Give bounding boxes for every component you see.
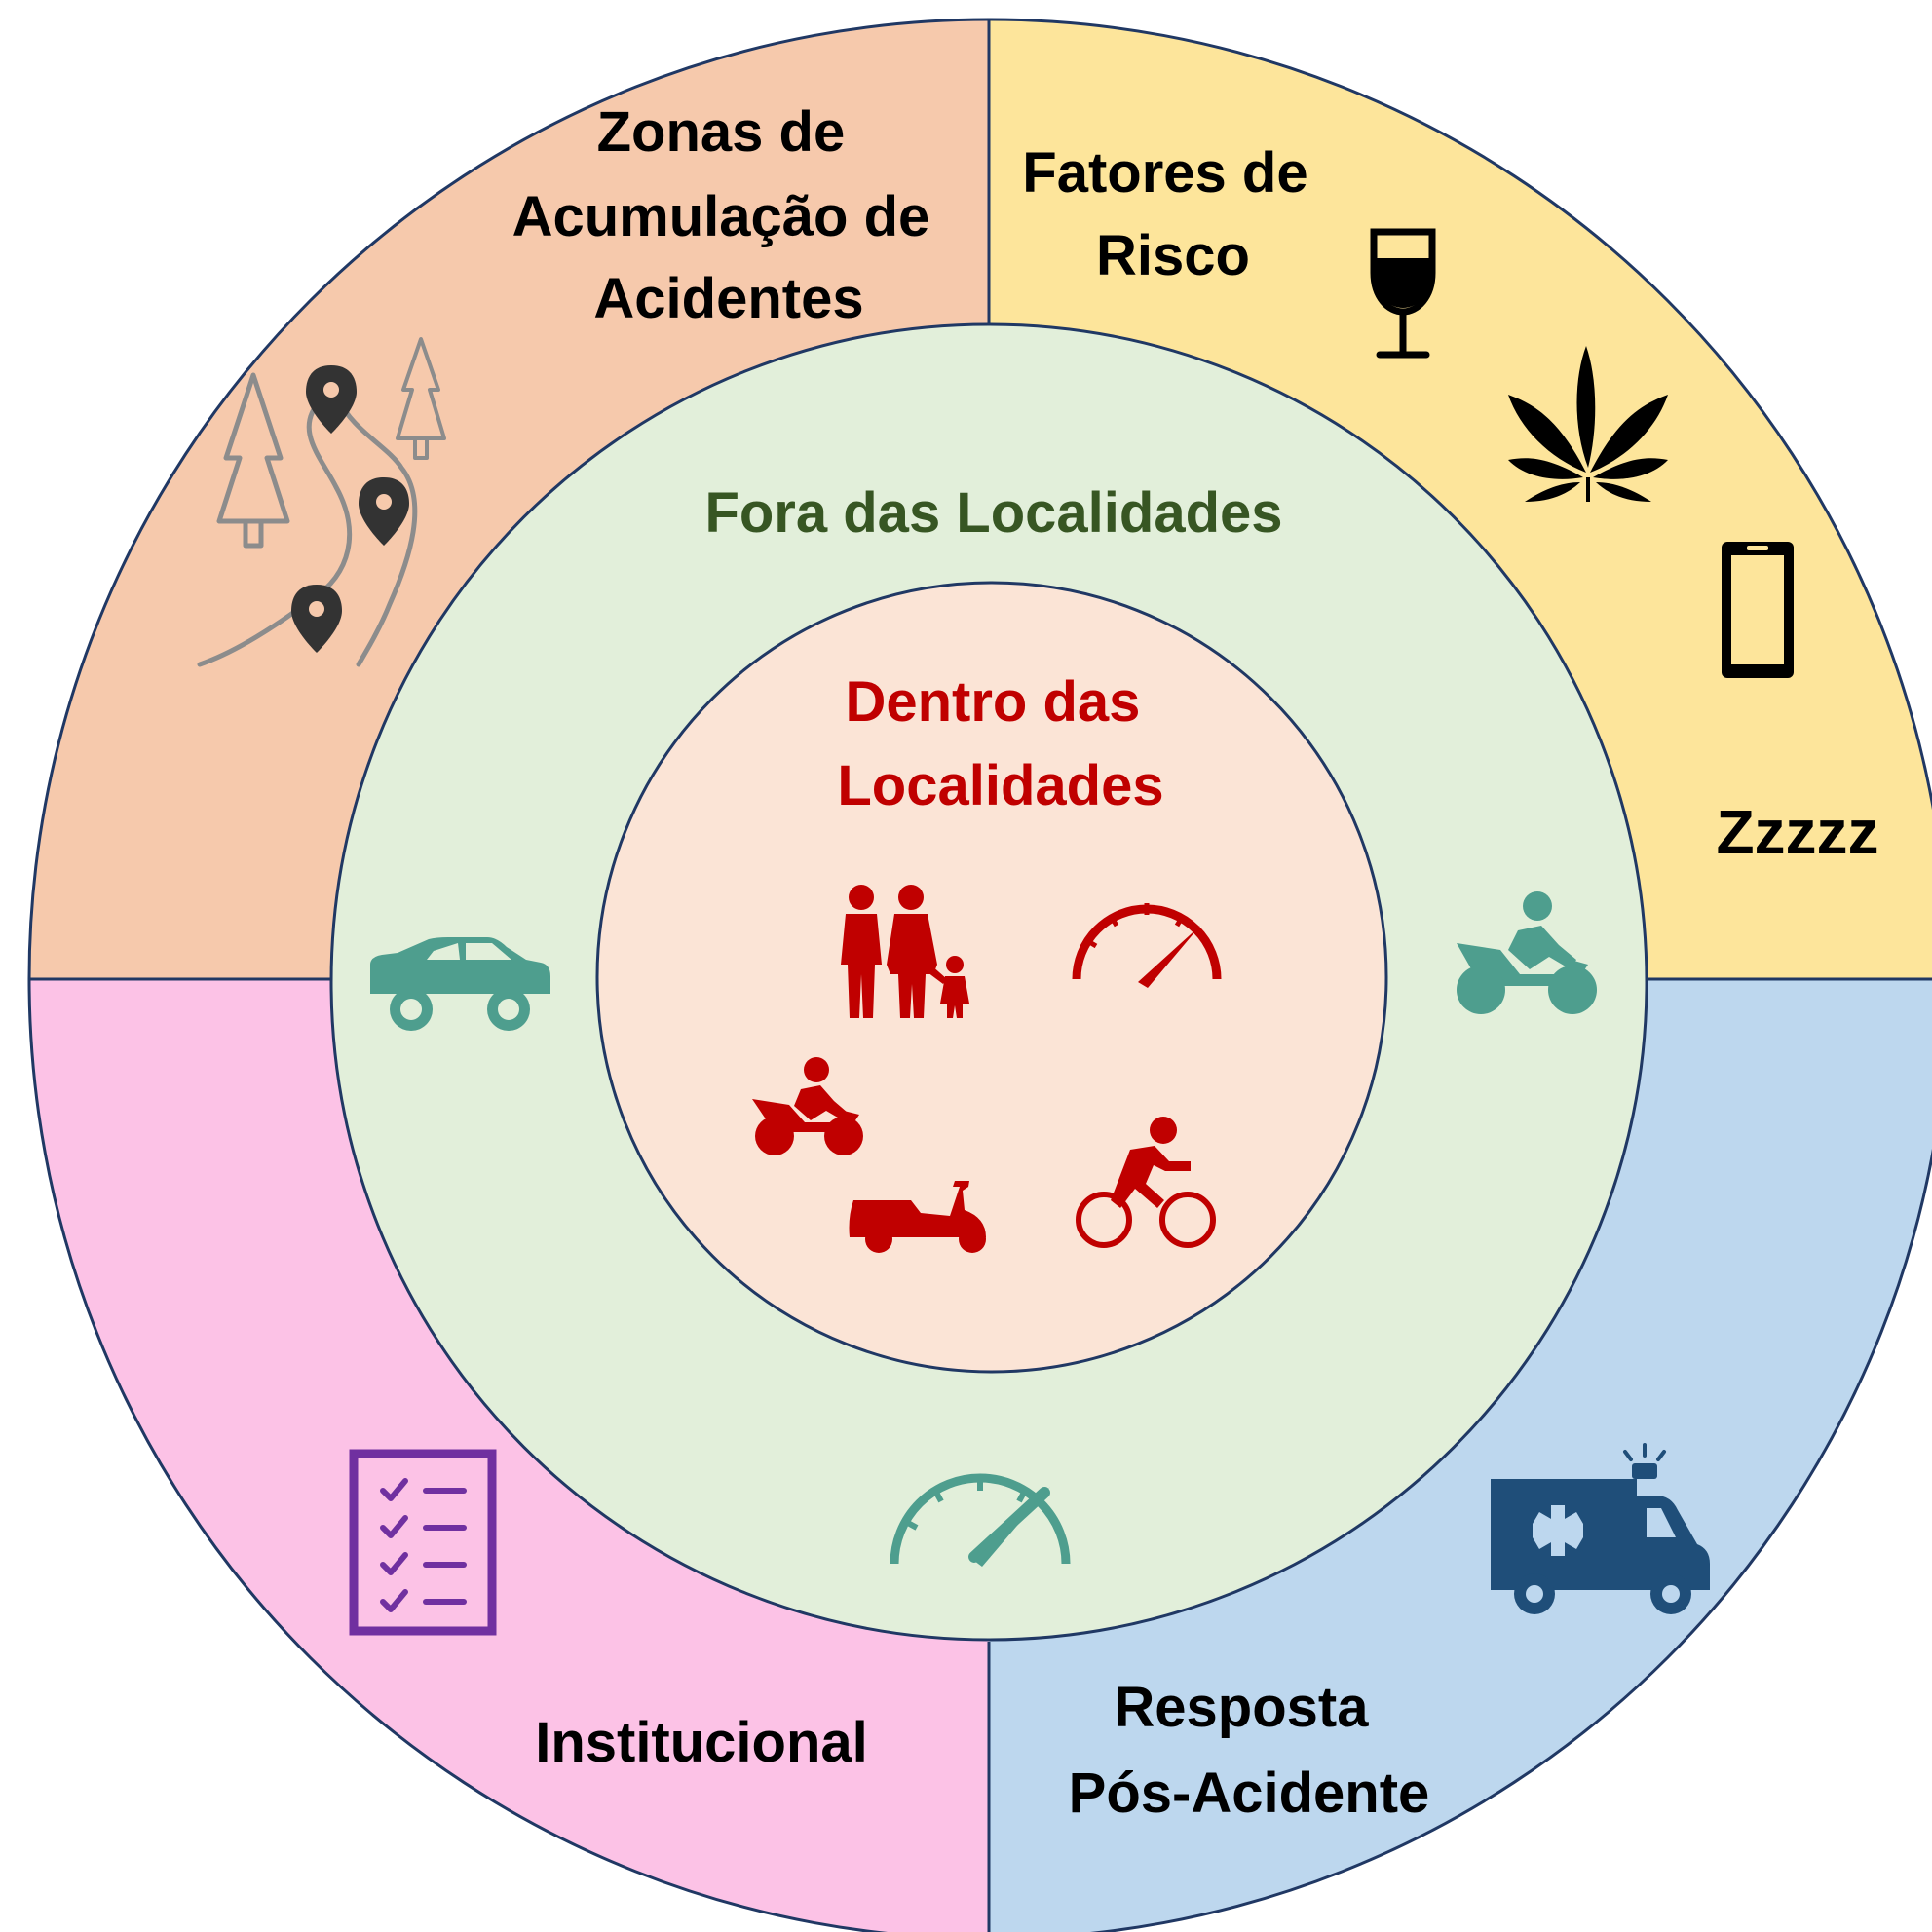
ambulance-icon (1491, 1443, 1710, 1614)
smartphone-icon (1722, 542, 1794, 678)
pine-tree-icon (216, 372, 290, 549)
car-icon (370, 937, 550, 1031)
cannabis-leaf-icon (1508, 346, 1668, 502)
label-resposta: Resposta Pós-Acidente (1069, 1676, 1430, 1825)
scooter-icon (849, 1181, 986, 1253)
map-pin-icon (306, 365, 357, 434)
family-pedestrians-icon (841, 885, 969, 1018)
motorcycle-icon (1457, 891, 1597, 1014)
motorcycle-icon (752, 1057, 863, 1155)
pine-tree-icon (396, 337, 446, 460)
winding-road-icon (197, 397, 418, 667)
speedometer-icon (890, 1473, 1071, 1567)
accident-zone-icons (197, 337, 446, 667)
map-pin-icon (359, 477, 409, 546)
inner-circle (595, 581, 1388, 1374)
checklist-icon (349, 1449, 497, 1636)
label-institucional: Institucional (535, 1711, 868, 1774)
label-fora: Fora das Localidades (704, 481, 1282, 545)
speedometer-icon (1072, 903, 1222, 988)
bicycle-icon (1076, 1117, 1216, 1248)
map-pin-icon (291, 585, 342, 653)
label-zonas: Zonas de Acumulação de Acidentes (512, 100, 946, 330)
label-fatores: Fatores de Risco (1022, 141, 1323, 287)
wine-glass-icon (1370, 228, 1436, 359)
label-zzzzz: Zzzzz (1716, 797, 1878, 867)
label-dentro: Dentro das Localidades (837, 670, 1163, 817)
